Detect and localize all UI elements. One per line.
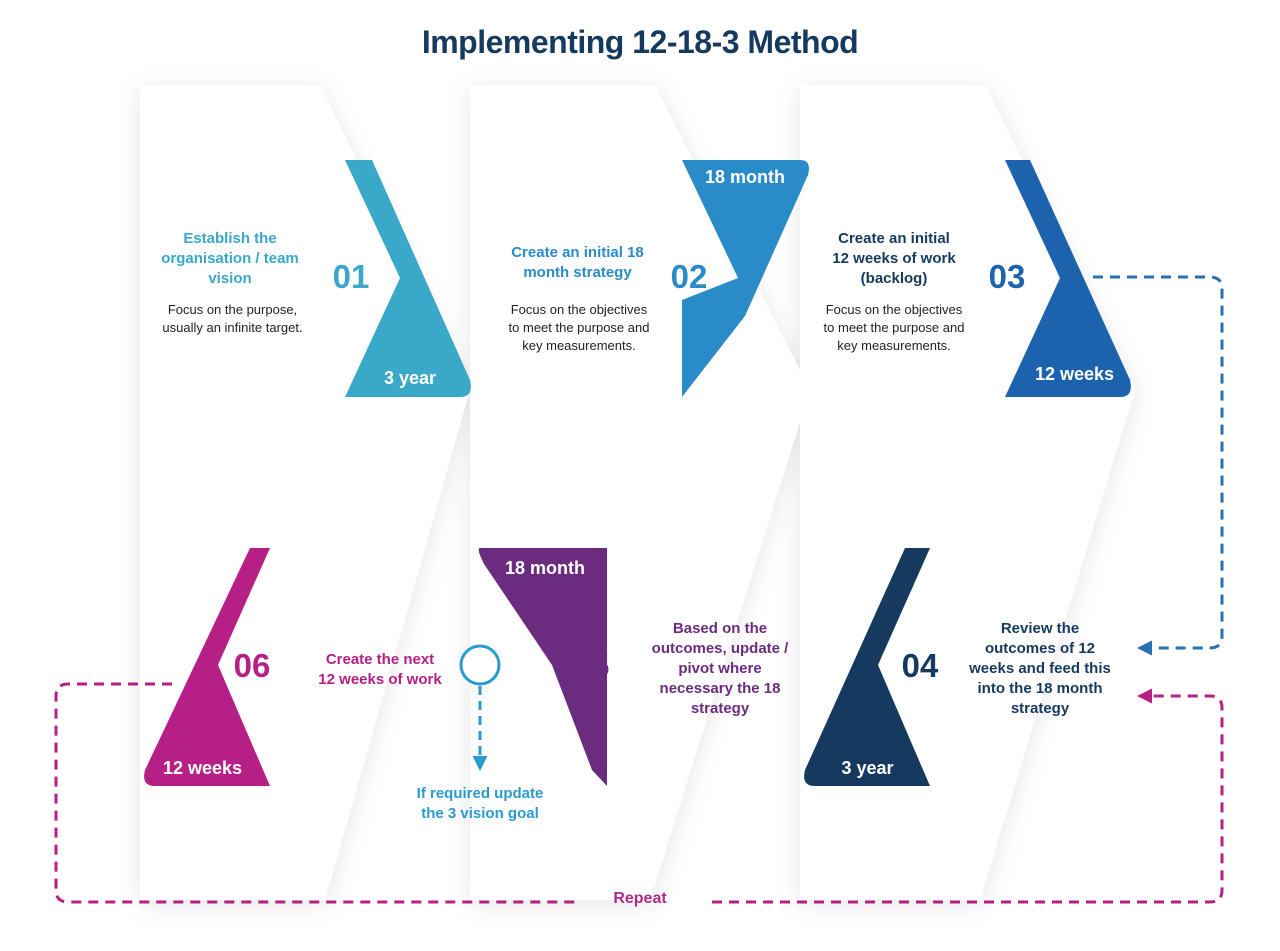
repeat-label: Repeat	[613, 890, 667, 907]
triangle-step-05	[478, 548, 607, 786]
step-01-number: 01	[332, 258, 370, 295]
vision-check-circle-icon	[459, 644, 501, 686]
step-02-period-label: 18 month	[704, 167, 785, 187]
step-05-number: 05	[572, 647, 610, 684]
step-01-period-label: 3 year	[383, 368, 437, 388]
triangle-step-06	[144, 548, 270, 786]
triangle-step-03	[1005, 160, 1131, 397]
step-01-body: Focus on the purpose,usually an infinite…	[162, 302, 303, 335]
step-04-number: 04	[901, 647, 939, 684]
repeat-loop-line	[54, 682, 580, 904]
triangle-step-04	[804, 548, 930, 786]
connector-03-to-04	[1093, 275, 1224, 656]
step-02-number: 02	[670, 258, 708, 295]
chevron-panels	[140, 85, 1135, 900]
step-05-period-label: 18 month	[504, 558, 585, 578]
step-06-number: 06	[233, 647, 271, 684]
page-title: Implementing 12-18-3 Method	[421, 24, 859, 60]
triangle-step-01	[345, 160, 471, 397]
step-04-period-label: 3 year	[841, 758, 894, 778]
triangle-step-02	[682, 160, 809, 397]
step-03-period-label: 12 weeks	[1034, 364, 1115, 384]
repeat-loop-line-return	[712, 688, 1224, 904]
step-03-number: 03	[988, 258, 1026, 295]
step-06-period-label: 12 weeks	[162, 758, 243, 778]
